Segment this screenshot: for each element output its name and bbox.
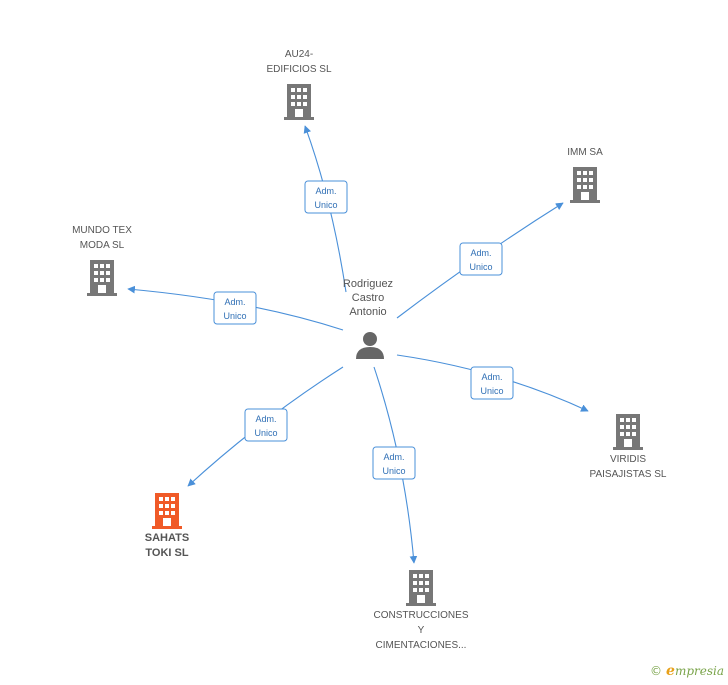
person-name: Rodriguez <box>343 278 393 290</box>
company-node-construcciones[interactable]: CONSTRUCCIONES Y CIMENTACIONES... <box>373 570 469 651</box>
person-name: Antonio <box>349 306 386 318</box>
edges-layer: Adm.UnicoAdm.UnicoAdm.UnicoAdm.UnicoAdm.… <box>127 125 589 564</box>
edge-label-box <box>372 446 416 480</box>
company-name-au24: AU24- <box>285 49 313 60</box>
edge-label-text: Unico <box>223 311 246 321</box>
edge-label-text: Adm. <box>481 372 502 382</box>
edge-label-box <box>459 242 503 276</box>
edge-label-text: Unico <box>254 428 277 438</box>
company-name-viridis: VIRIDIS <box>610 454 646 465</box>
edge-label-box <box>304 180 348 214</box>
company-node-au24[interactable]: AU24- EDIFICIOS SL <box>266 49 332 120</box>
company-name-mundotex: MODA SL <box>80 240 125 251</box>
building-icon <box>613 414 643 450</box>
building-icon <box>406 570 436 606</box>
company-name-sahats: TOKI SL <box>145 547 188 559</box>
brand-logo: empresia <box>666 663 724 679</box>
company-name-mundotex: MUNDO TEX <box>72 225 132 236</box>
edge-label-text: Unico <box>314 200 337 210</box>
edge-label-text: Adm. <box>470 248 491 258</box>
edge-label-text: Unico <box>469 262 492 272</box>
building-icon <box>152 493 182 529</box>
edge-label-text: Adm. <box>315 186 336 196</box>
edge-label-box <box>244 408 288 442</box>
edge-label-sahats[interactable]: Adm. Unico <box>244 408 288 442</box>
edge-label-text: Adm. <box>383 452 404 462</box>
brand-initial: e <box>666 663 675 679</box>
company-node-imm[interactable]: IMM SA <box>567 147 603 203</box>
building-icon <box>570 167 600 203</box>
edge-label-text: Adm. <box>255 414 276 424</box>
person-icon <box>356 332 384 359</box>
company-node-mundotex[interactable]: MUNDO TEX MODA SL <box>72 225 132 296</box>
company-name-construcciones: CIMENTACIONES... <box>376 640 467 651</box>
edge-label-viridis[interactable]: Adm. Unico <box>470 366 514 400</box>
company-node-viridis[interactable]: VIRIDIS PAISAJISTAS SL <box>590 414 667 480</box>
company-name-au24: EDIFICIOS SL <box>266 64 331 75</box>
edge-label-mundotex[interactable]: Adm. Unico <box>213 291 257 325</box>
company-name-construcciones: Y <box>418 625 425 636</box>
company-name-viridis: PAISAJISTAS SL <box>590 469 667 480</box>
edge-label-construcciones[interactable]: Adm. Unico <box>372 446 416 480</box>
building-icon <box>284 84 314 120</box>
brand-rest: mpresia <box>674 664 724 678</box>
edge-label-text: Unico <box>480 386 503 396</box>
copyright-symbol: © <box>650 664 663 678</box>
person-name: Castro <box>352 292 384 304</box>
building-icon <box>87 260 117 296</box>
company-name-sahats: SAHATS <box>145 532 189 544</box>
edge-label-box <box>470 366 514 400</box>
edge-label-au24[interactable]: Adm. Unico <box>304 180 348 214</box>
edge-label-box <box>213 291 257 325</box>
edge-label-text: Unico <box>382 466 405 476</box>
edge-label-imm[interactable]: Adm. Unico <box>459 242 503 276</box>
nodes-layer: AU24- EDIFICIOS SL IMM SA MUNDO TEX MODA SL V… <box>72 49 667 651</box>
company-name-construcciones: CONSTRUCCIONES <box>373 610 468 621</box>
company-node-sahats[interactable]: SAHATS TOKI SL <box>145 493 189 559</box>
edge-label-text: Adm. <box>224 297 245 307</box>
footer-brand: © empresia <box>650 663 724 679</box>
company-name-imm: IMM SA <box>567 147 603 158</box>
